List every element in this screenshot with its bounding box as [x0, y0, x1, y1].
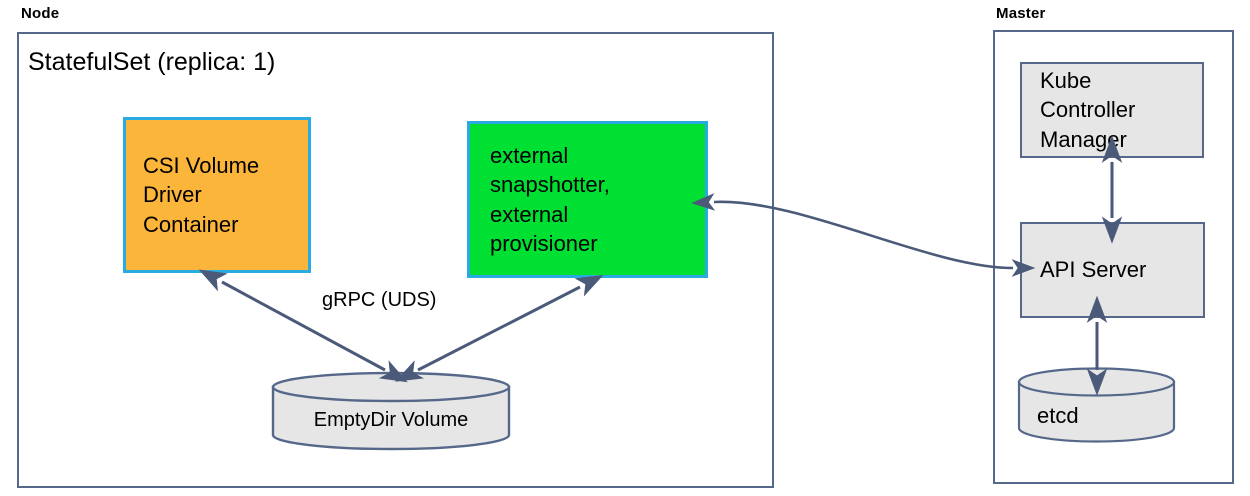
emptydir-volume-cylinder: EmptyDir Volume	[271, 371, 511, 451]
csi-volume-driver-container-box: CSI Volume Driver Container	[123, 117, 311, 273]
master-group-label: Master	[996, 5, 1046, 22]
emptydir-volume-label: EmptyDir Volume	[313, 409, 469, 431]
etcd-shape	[1017, 367, 1176, 443]
node-group-label: Node	[21, 5, 60, 22]
etcd-cylinder: etcd	[1017, 367, 1176, 444]
grpc-uds-edge-label: gRPC (UDS)	[322, 289, 437, 311]
external-sidecars-box: external snapshotter, external provision…	[467, 121, 708, 278]
api-server-box: API Server	[1020, 222, 1205, 318]
kube-controller-manager-box: Kube Controller Manager	[1020, 62, 1204, 158]
etcd-label: etcd	[1037, 403, 1079, 428]
statefulset-title: StatefulSet (replica: 1)	[28, 48, 276, 76]
